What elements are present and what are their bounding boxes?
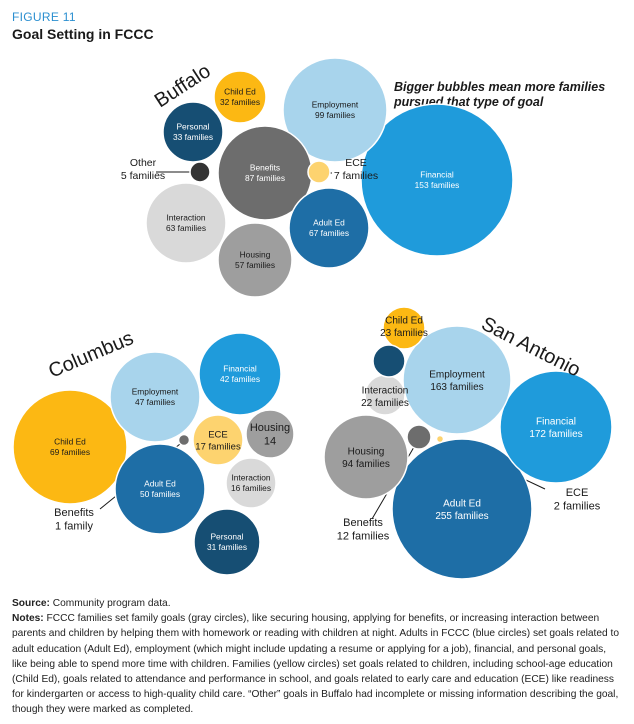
bubble-value-san-antonio-interaction: 22 families bbox=[361, 398, 409, 409]
bubble-columbus-personal bbox=[193, 508, 261, 576]
bubble-value-san-antonio-employment: 163 families bbox=[430, 382, 483, 393]
bubble-value-columbus-adult-ed: 50 families bbox=[140, 489, 180, 499]
bubble-columbus-housing bbox=[245, 409, 295, 459]
bubble-buffalo-ece bbox=[307, 160, 331, 184]
bubble-buffalo-financial bbox=[360, 103, 514, 257]
bubble-san-antonio-personal bbox=[372, 344, 406, 378]
bubble-label-san-antonio-financial: Financial bbox=[536, 416, 576, 427]
bubble-value-columbus-housing: 14 bbox=[264, 436, 276, 448]
bubble-label-san-antonio-child-ed: Child Ed bbox=[385, 315, 423, 326]
bubble-label-columbus-child-ed: Child Ed bbox=[54, 437, 86, 447]
source-line: Source: Community program data. bbox=[12, 596, 620, 611]
bubble-label-san-antonio-benefits: Benefits bbox=[343, 517, 383, 529]
bubble-label-columbus-personal: Personal bbox=[210, 532, 243, 542]
bubble-value-columbus-employment: 47 families bbox=[135, 397, 175, 407]
bubble-value-san-antonio-ece: 2 families bbox=[554, 501, 601, 513]
bubble-columbus-interaction bbox=[225, 457, 277, 509]
bubble-label-columbus-interaction: Interaction bbox=[231, 473, 270, 483]
bubble-label-san-antonio-adult-ed: Adult Ed bbox=[443, 498, 481, 509]
bubble-value-columbus-personal: 31 families bbox=[207, 542, 247, 552]
bubbles bbox=[12, 57, 613, 580]
bubble-san-antonio-employment bbox=[402, 325, 512, 435]
bubble-value-buffalo-personal: 33 families bbox=[173, 132, 213, 142]
source-text: Community program data. bbox=[49, 598, 171, 609]
bubble-value-columbus-child-ed: 69 families bbox=[50, 447, 90, 457]
bubble-san-antonio-financial bbox=[499, 370, 613, 484]
bubble-columbus-ece bbox=[192, 414, 244, 466]
bubble-value-buffalo-financial: 153 families bbox=[415, 180, 460, 190]
bubble-label-columbus-adult-ed: Adult Ed bbox=[144, 479, 176, 489]
bubble-value-san-antonio-housing: 94 families bbox=[342, 459, 390, 470]
bubble-value-buffalo-adult-ed: 67 families bbox=[309, 228, 349, 238]
bubble-buffalo-housing bbox=[217, 222, 293, 298]
notes-paragraph: Notes: FCCC families set family goals (g… bbox=[12, 611, 620, 717]
figure-notes: Source: Community program data. Notes: F… bbox=[12, 596, 620, 718]
notes-label: Notes: bbox=[12, 613, 44, 625]
bubble-value-buffalo-employment: 99 families bbox=[315, 110, 355, 120]
bubble-label-buffalo-benefits: Benefits bbox=[250, 163, 280, 173]
bubble-columbus-child-ed bbox=[12, 389, 128, 505]
notes-text: FCCC families set family goals (gray cir… bbox=[12, 613, 620, 716]
bubble-san-antonio-housing bbox=[323, 414, 409, 500]
bubble-columbus-benefits bbox=[177, 433, 191, 447]
bubble-value-san-antonio-benefits: 12 families bbox=[337, 531, 390, 543]
bubble-value-buffalo-other: 5 families bbox=[121, 170, 165, 182]
bubble-label-columbus-housing: Housing bbox=[250, 422, 290, 434]
bubble-value-columbus-interaction: 16 families bbox=[231, 483, 271, 493]
bubble-label-buffalo-employment: Employment bbox=[312, 100, 359, 110]
bubble-value-columbus-benefits: 1 family bbox=[55, 521, 93, 533]
bubble-label-buffalo-other: Other bbox=[130, 157, 157, 169]
bubble-columbus-employment bbox=[109, 351, 201, 443]
bubble-value-san-antonio-adult-ed: 255 families bbox=[435, 511, 488, 522]
bubble-san-antonio-ece bbox=[435, 434, 445, 444]
bubble-value-columbus-financial: 42 families bbox=[220, 374, 260, 384]
bubble-buffalo-child-ed bbox=[213, 70, 267, 124]
bubble-buffalo-interaction bbox=[145, 182, 227, 264]
bubble-san-antonio-adult-ed bbox=[391, 438, 533, 580]
bubble-label-buffalo-child-ed: Child Ed bbox=[224, 87, 256, 97]
bubble-value-buffalo-ece: 7 families bbox=[334, 170, 378, 182]
bubble-value-san-antonio-child-ed: 23 families bbox=[380, 328, 428, 339]
bubble-label-buffalo-financial: Financial bbox=[420, 170, 454, 180]
bubble-label-columbus-financial: Financial bbox=[223, 364, 257, 374]
bubble-label-buffalo-personal: Personal bbox=[176, 122, 209, 132]
bubble-columbus-adult-ed bbox=[114, 443, 206, 535]
source-label: Source: bbox=[12, 598, 50, 609]
bubble-label-san-antonio-interaction: Interaction bbox=[362, 385, 409, 396]
bubble-label-san-antonio-housing: Housing bbox=[348, 446, 385, 457]
bubble-san-antonio-benefits bbox=[406, 424, 432, 450]
bubble-charts: Bigger bubbles mean more families pursue… bbox=[12, 57, 613, 580]
bubble-label-san-antonio-ece: ECE bbox=[566, 487, 589, 499]
bubble-label-buffalo-housing: Housing bbox=[240, 250, 271, 260]
bubble-buffalo-employment bbox=[282, 57, 388, 163]
bubble-label-columbus-employment: Employment bbox=[132, 387, 179, 397]
bubble-buffalo-adult-ed bbox=[288, 187, 370, 269]
bubble-value-columbus-ece: 17 families bbox=[195, 441, 241, 452]
bubble-buffalo-other bbox=[189, 161, 211, 183]
figure-title: Goal Setting in FCCC bbox=[12, 26, 154, 42]
bubble-label-buffalo-adult-ed: Adult Ed bbox=[313, 218, 345, 228]
bubble-label-san-antonio-employment: Employment bbox=[429, 369, 485, 380]
bubble-value-buffalo-housing: 57 families bbox=[235, 260, 275, 270]
bubble-label-buffalo-ece: ECE bbox=[345, 157, 367, 169]
bubble-label-columbus-benefits: Benefits bbox=[54, 507, 94, 519]
bubble-value-buffalo-interaction: 63 families bbox=[166, 223, 206, 233]
bubble-san-antonio-child-ed bbox=[382, 306, 426, 350]
bubble-label-buffalo-interaction: Interaction bbox=[166, 213, 205, 223]
bubble-buffalo-personal bbox=[162, 101, 224, 163]
bubble-value-san-antonio-financial: 172 families bbox=[529, 429, 582, 440]
figure-label: FIGURE 11 bbox=[12, 10, 76, 24]
bubble-value-buffalo-child-ed: 32 families bbox=[220, 97, 260, 107]
bubble-size-annotation-line1: Bigger bubbles mean more families bbox=[394, 80, 605, 94]
bubble-columbus-financial bbox=[198, 332, 282, 416]
bubble-label-columbus-ece: ECE bbox=[208, 429, 228, 440]
bubble-value-buffalo-benefits: 87 families bbox=[245, 173, 285, 183]
